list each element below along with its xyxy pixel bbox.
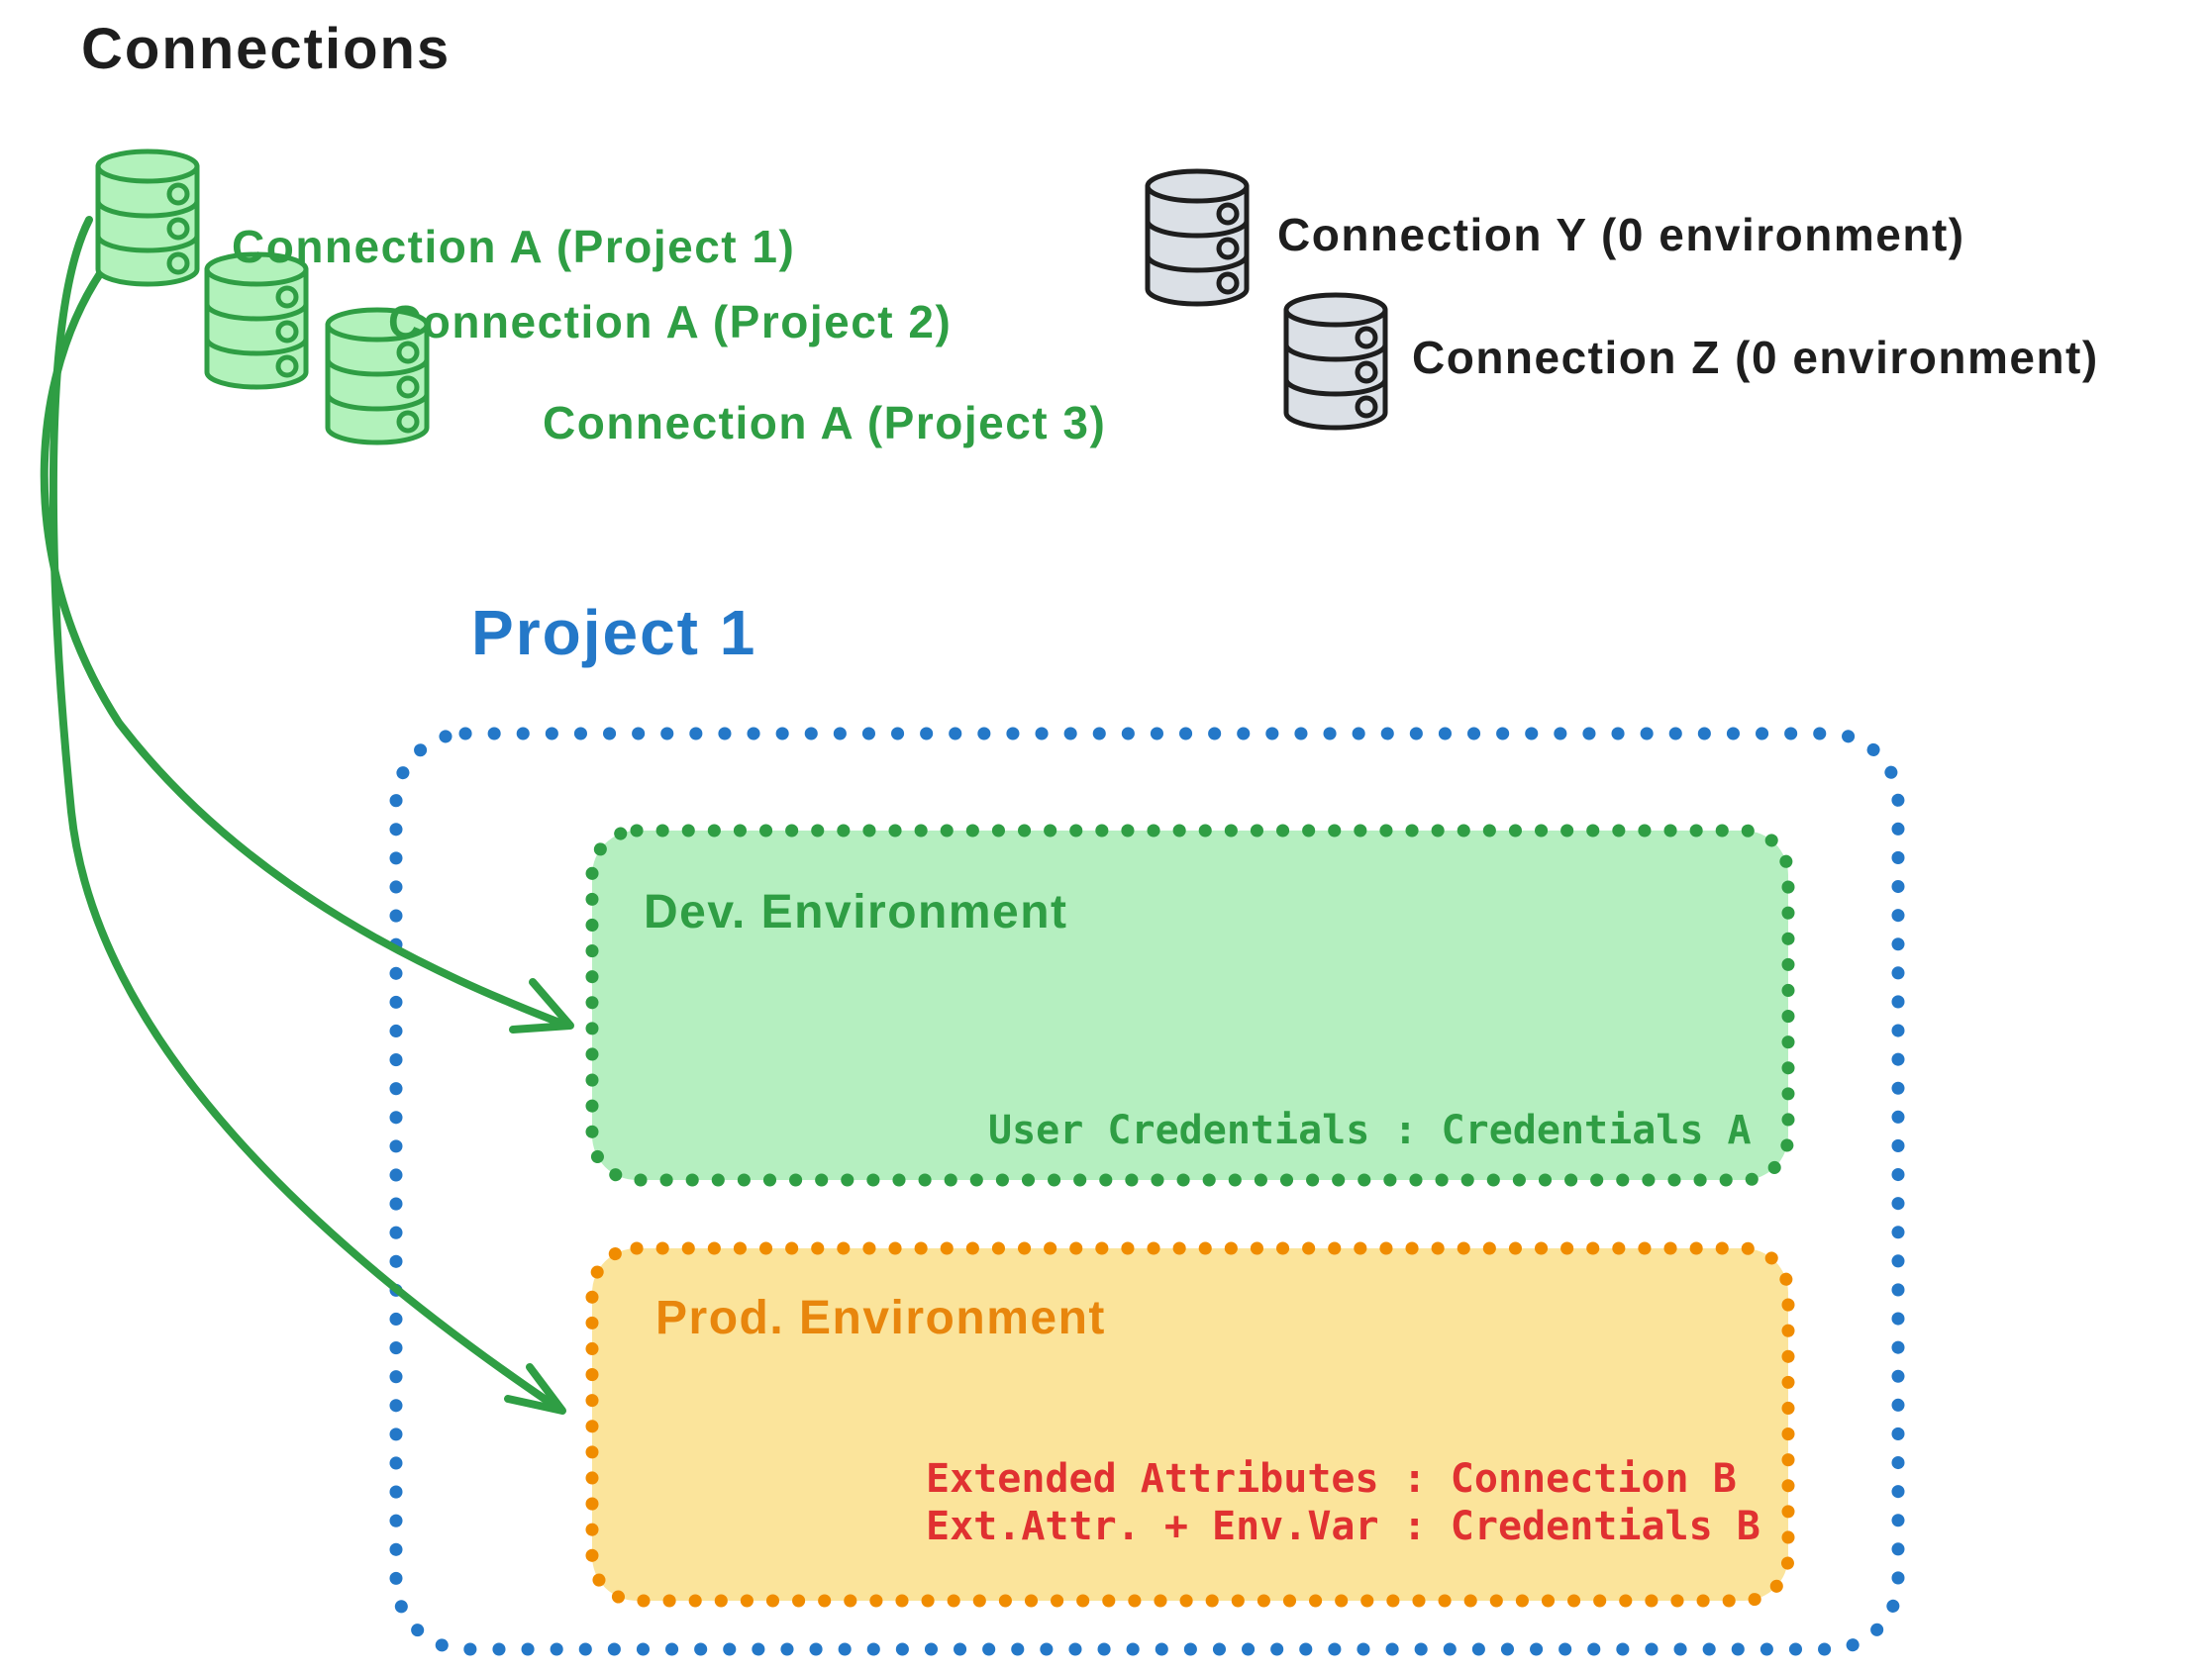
label-connection-y: Connection Y (0 environment)	[1277, 209, 1965, 260]
prod-attr-line-2: Ext.Attr. + Env.Var : Credentials B	[926, 1504, 1760, 1549]
database-icon-connection-a-project-2	[207, 254, 306, 387]
dev-environment-box	[585, 824, 1795, 1187]
page-title: Connections	[81, 17, 452, 81]
label-connection-a-project-2: Connection A (Project 2)	[388, 296, 953, 347]
dev-credentials-text: User Credentials : Credentials A	[988, 1108, 1752, 1153]
prod-attributes-text: Extended Attributes : Connection B Ext.A…	[926, 1455, 1760, 1550]
database-icon-connection-y	[1148, 171, 1247, 304]
prod-attr-line-1: Extended Attributes : Connection B	[926, 1456, 1737, 1502]
label-connection-a-project-3: Connection A (Project 3)	[543, 397, 1107, 448]
dev-environment-title: Dev. Environment	[644, 886, 1068, 938]
label-connection-z: Connection Z (0 environment)	[1412, 332, 2099, 383]
prod-environment-title: Prod. Environment	[655, 1292, 1106, 1344]
label-connection-a-project-1: Connection A (Project 1)	[232, 221, 796, 272]
database-icon-connection-a-project-1	[98, 151, 197, 284]
database-icon-connection-z	[1286, 295, 1385, 428]
prod-environment-box	[585, 1241, 1795, 1608]
project-title: Project 1	[471, 597, 757, 668]
arrow-to-prod-environment	[49, 216, 566, 1415]
